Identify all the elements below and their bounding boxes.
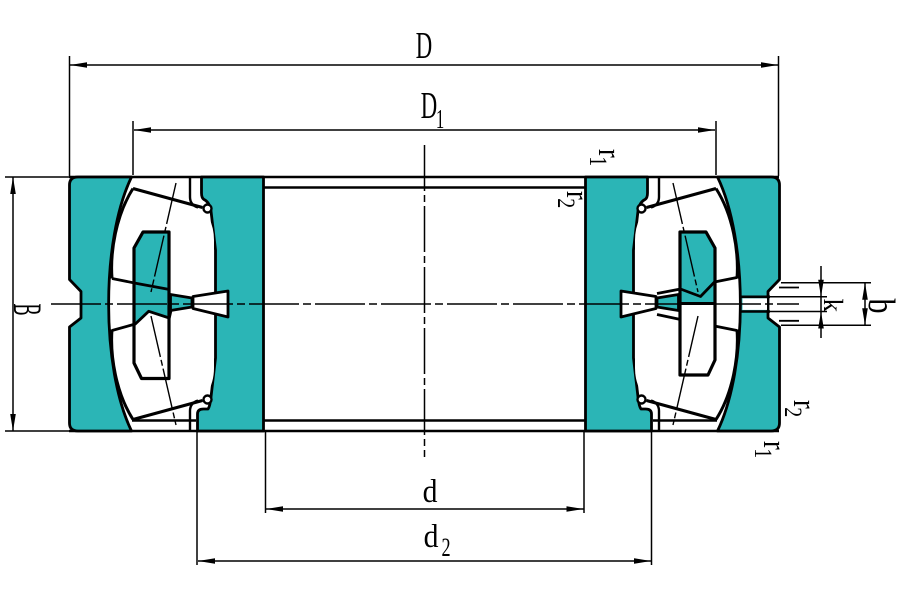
svg-text:1: 1: [749, 448, 777, 458]
svg-text:2: 2: [779, 407, 807, 417]
svg-text:r: r: [786, 400, 822, 409]
svg-text:D: D: [421, 84, 437, 126]
svg-text:1: 1: [436, 104, 444, 134]
svg-text:d: d: [423, 473, 438, 510]
svg-text:1: 1: [584, 156, 612, 166]
svg-text:2: 2: [441, 533, 450, 562]
svg-text:b: b: [860, 299, 900, 314]
svg-text:D: D: [416, 24, 432, 66]
svg-text:r: r: [559, 191, 595, 200]
svg-text:B: B: [5, 304, 50, 316]
svg-text:r: r: [756, 441, 792, 450]
svg-text:d: d: [424, 518, 439, 555]
svg-text:r: r: [591, 149, 627, 158]
svg-text:k: k: [818, 299, 848, 313]
svg-text:2: 2: [552, 198, 580, 208]
